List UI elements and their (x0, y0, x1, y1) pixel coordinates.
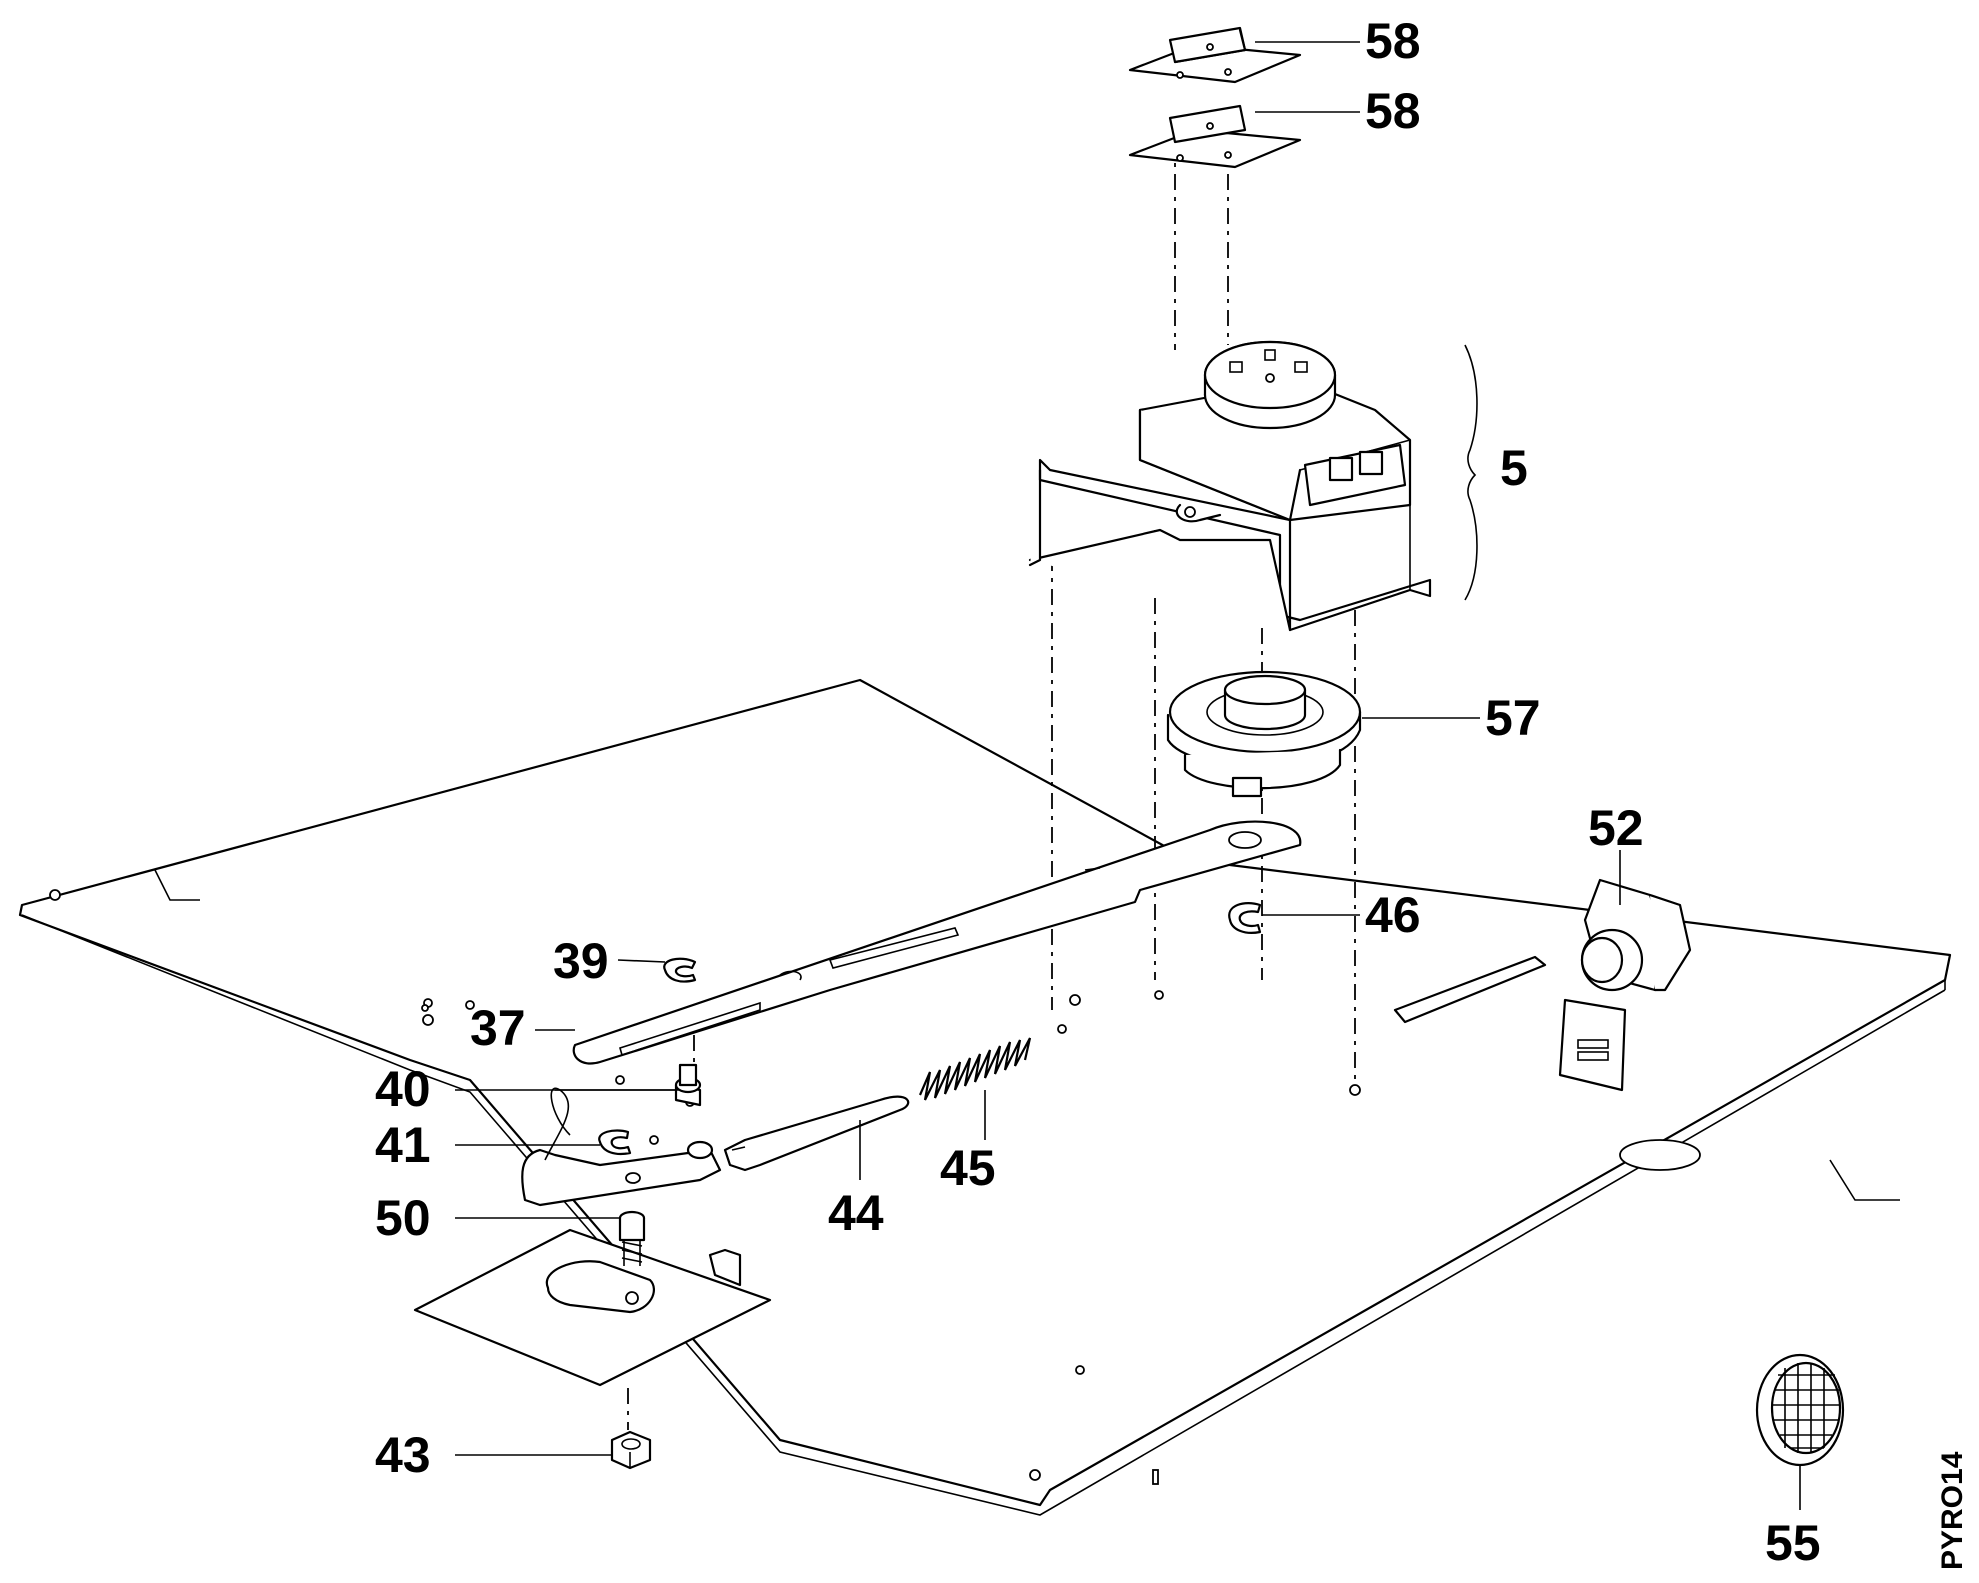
assembly-brace (1464, 344, 1478, 601)
label-39: 39 (553, 933, 609, 989)
small-clip (663, 957, 697, 983)
label-58-lower: 58 (1365, 83, 1421, 139)
label-57: 57 (1485, 690, 1541, 746)
label-46: 46 (1365, 887, 1421, 943)
round-filter (1755, 1353, 1845, 1467)
part-labels: 58 58 5 57 52 46 39 37 40 41 45 44 50 43… (375, 13, 1969, 1571)
microswitch-upper (1128, 26, 1302, 84)
cam-wheel (1166, 670, 1362, 798)
drawing-reference: PYRO14 (1936, 1451, 1969, 1570)
label-40: 40 (375, 1061, 431, 1117)
latch-bracket (413, 1228, 772, 1387)
spring-arm (723, 1095, 910, 1172)
label-50: 50 (375, 1190, 431, 1246)
retaining-clip (1228, 902, 1262, 934)
label-5: 5 (1500, 440, 1528, 496)
label-44: 44 (828, 1185, 884, 1241)
label-58-upper: 58 (1365, 13, 1421, 69)
label-41: 41 (375, 1117, 431, 1173)
latch-lever (521, 1063, 722, 1207)
motor-assembly (1028, 340, 1432, 632)
label-55: 55 (1765, 1515, 1821, 1571)
leader-lines (455, 41, 1801, 1510)
label-52: 52 (1588, 800, 1644, 856)
microswitch-lower (1128, 104, 1302, 169)
label-43: 43 (375, 1427, 431, 1483)
hex-nut (610, 1430, 652, 1470)
label-37: 37 (470, 1000, 526, 1056)
slide-bar (572, 820, 1302, 1065)
label-45: 45 (940, 1140, 996, 1196)
coil-spring (918, 1037, 1032, 1101)
rotary-switch (1393, 878, 1692, 1092)
